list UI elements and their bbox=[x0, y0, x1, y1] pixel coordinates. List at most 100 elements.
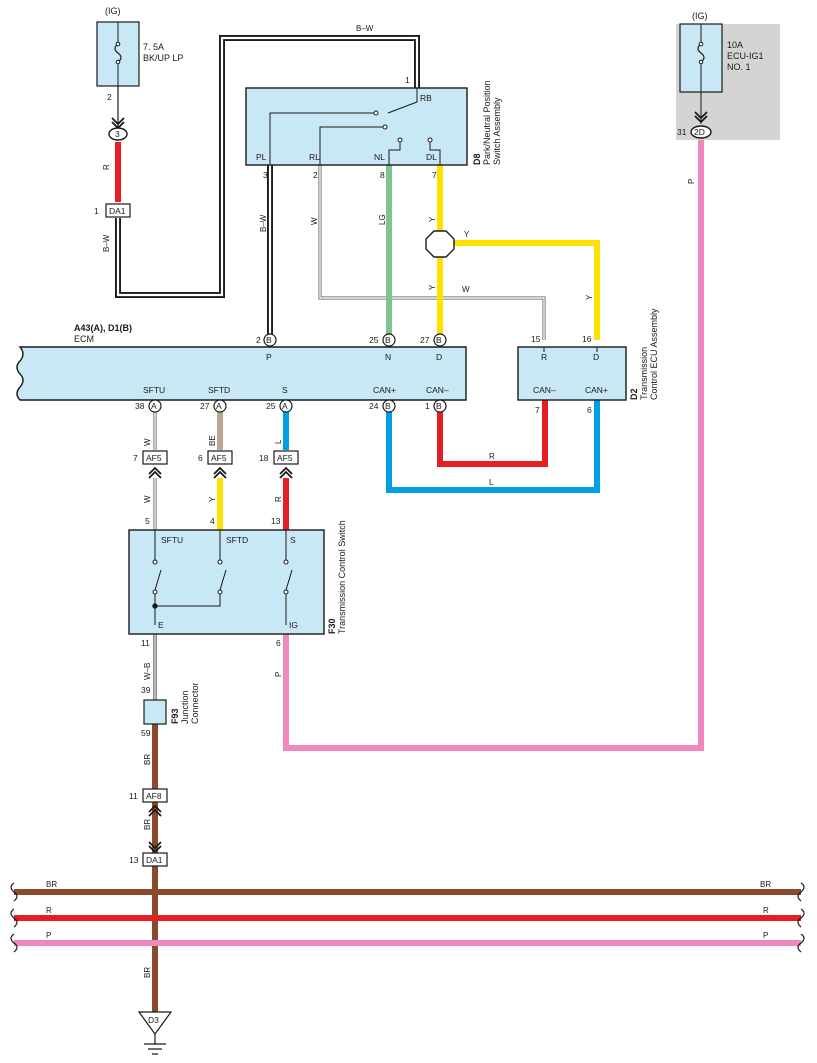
svg-text:DL: DL bbox=[426, 152, 437, 162]
bus-label-br-right: BR bbox=[760, 880, 771, 889]
connector-af5-2: AF5 6 bbox=[198, 450, 233, 479]
svg-text:4: 4 bbox=[210, 516, 215, 526]
connector-3: 3 bbox=[108, 117, 128, 141]
fuse-left-pin: 2 bbox=[107, 92, 112, 102]
svg-text:A: A bbox=[282, 401, 288, 411]
svg-text:1: 1 bbox=[94, 206, 99, 216]
wire-label-bw-1: B–W bbox=[102, 234, 111, 252]
wire-label-w-h: W bbox=[462, 285, 470, 294]
svg-text:1: 1 bbox=[425, 401, 430, 411]
svg-text:A: A bbox=[216, 401, 222, 411]
ecm-pin-n: B 25 N bbox=[369, 333, 396, 362]
svg-text:27: 27 bbox=[200, 401, 210, 411]
svg-text:A43(A), D1(B): A43(A), D1(B) bbox=[74, 323, 132, 333]
bus-break-left bbox=[10, 882, 18, 953]
wire-r-can-minus bbox=[437, 400, 548, 467]
svg-text:IG: IG bbox=[289, 620, 298, 630]
bus-label-br-left: BR bbox=[46, 880, 57, 889]
fuse-left-icon bbox=[114, 43, 122, 63]
svg-text:24: 24 bbox=[369, 401, 379, 411]
svg-text:25: 25 bbox=[266, 401, 276, 411]
connector-af5-1: AF5 7 bbox=[133, 450, 168, 479]
svg-text:25: 25 bbox=[369, 335, 379, 345]
svg-text:27: 27 bbox=[420, 335, 430, 345]
fuse-left-name: BK/UP LP bbox=[143, 53, 183, 63]
svg-text:S: S bbox=[290, 535, 296, 545]
d8-park-neutral-switch: 1 RB PL RL NL DL 3 2 8 7 D8 Park/Neutral… bbox=[245, 75, 502, 180]
svg-text:15: 15 bbox=[531, 334, 541, 344]
wire-label-w-sftu: W bbox=[143, 438, 152, 446]
wire-label-w-f30: W bbox=[143, 495, 152, 503]
d2-transmission-ecu: 15 16 R D CAN– CAN+ 7 6 D2 Transmission … bbox=[517, 308, 659, 415]
fuse-right-icon bbox=[697, 43, 705, 63]
svg-text:Connector: Connector bbox=[190, 682, 200, 724]
wire-l-can-plus bbox=[386, 400, 600, 493]
svg-text:D2: D2 bbox=[629, 388, 639, 400]
svg-text:RL: RL bbox=[309, 152, 320, 162]
svg-text:7: 7 bbox=[535, 405, 540, 415]
svg-text:S: S bbox=[282, 385, 288, 395]
svg-text:B: B bbox=[436, 335, 442, 345]
svg-text:B: B bbox=[436, 401, 442, 411]
bus-label-p-right: P bbox=[763, 931, 768, 940]
svg-text:AF5: AF5 bbox=[211, 453, 227, 463]
svg-text:2: 2 bbox=[256, 335, 261, 345]
wire-label-p-ig: P bbox=[274, 672, 283, 677]
svg-text:Park/Neutral Position: Park/Neutral Position bbox=[482, 80, 492, 165]
wire-label-y-3: Y bbox=[464, 230, 470, 239]
wire-label-y-1: Y bbox=[428, 216, 437, 222]
fuse-right-ig: (IG) bbox=[692, 11, 708, 21]
svg-text:DA1: DA1 bbox=[109, 206, 126, 216]
wire-label-br-1: BR bbox=[143, 754, 152, 765]
svg-text:16: 16 bbox=[582, 334, 592, 344]
ground-d3: D3 bbox=[137, 1011, 173, 1055]
svg-text:E: E bbox=[158, 620, 164, 630]
ecm-pin-can-plus: B 24 bbox=[369, 399, 396, 413]
svg-text:18: 18 bbox=[259, 453, 269, 463]
svg-text:R: R bbox=[541, 352, 547, 362]
fuse-left-ig: (IG) bbox=[105, 6, 121, 16]
svg-text:Switch Assembly: Switch Assembly bbox=[492, 97, 502, 165]
fuse-left-rating: 7. 5A bbox=[143, 42, 164, 52]
fuse-ecu-ig1: (IG) 10A ECU-IG1 NO. 1 2D 31 bbox=[676, 11, 780, 140]
wire-label-be: BE bbox=[208, 435, 217, 446]
svg-text:7: 7 bbox=[432, 170, 437, 180]
fuse-bk-up-lp: (IG) 7. 5A BK/UP LP 2 bbox=[96, 6, 183, 102]
svg-text:3: 3 bbox=[263, 170, 268, 180]
svg-text:1: 1 bbox=[405, 75, 410, 85]
wire-label-r-1: R bbox=[102, 164, 111, 170]
splice-point bbox=[425, 230, 455, 258]
wire-label-br-2: BR bbox=[143, 819, 152, 830]
ecm: A43(A), D1(B) ECM B 2 P B 25 N B 27 D SF… bbox=[16, 323, 467, 413]
svg-text:CAN+: CAN+ bbox=[585, 385, 608, 395]
wire-label-y-2: Y bbox=[428, 284, 437, 290]
wire-label-y-f30: Y bbox=[208, 496, 217, 502]
svg-text:SFTD: SFTD bbox=[226, 535, 248, 545]
connector-af8: AF8 11 bbox=[129, 788, 168, 817]
svg-text:10A: 10A bbox=[727, 40, 743, 50]
svg-text:CAN+: CAN+ bbox=[373, 385, 396, 395]
wire-label-p-right: P bbox=[687, 179, 696, 184]
svg-text:38: 38 bbox=[135, 401, 145, 411]
svg-text:6: 6 bbox=[587, 405, 592, 415]
svg-text:31: 31 bbox=[677, 127, 687, 137]
svg-text:ECU-IG1: ECU-IG1 bbox=[727, 51, 764, 61]
wire-w-rl-to-d2-r bbox=[318, 165, 546, 340]
f30-transmission-control-switch: 5 4 13 SFTU SFTD S E IG 11 6 F30 bbox=[128, 516, 347, 648]
svg-text:AF5: AF5 bbox=[277, 453, 293, 463]
svg-text:7: 7 bbox=[133, 453, 138, 463]
wire-label-w-rl: W bbox=[310, 217, 319, 225]
ecm-pin-p: B 2 P bbox=[256, 333, 277, 362]
svg-text:SFTD: SFTD bbox=[208, 385, 230, 395]
wire-label-bw-pl: B–W bbox=[259, 214, 268, 232]
svg-text:P: P bbox=[266, 352, 272, 362]
svg-text:Transmission Control Switch: Transmission Control Switch bbox=[337, 520, 347, 634]
ecm-pin-s: A 25 bbox=[266, 399, 293, 413]
ecm-pin-d: B 27 D bbox=[420, 333, 447, 362]
svg-text:Transmission: Transmission bbox=[639, 347, 649, 400]
svg-text:RB: RB bbox=[420, 93, 432, 103]
svg-text:2: 2 bbox=[313, 170, 318, 180]
wire-label-l-s: L bbox=[274, 439, 283, 444]
svg-text:CAN–: CAN– bbox=[426, 385, 449, 395]
